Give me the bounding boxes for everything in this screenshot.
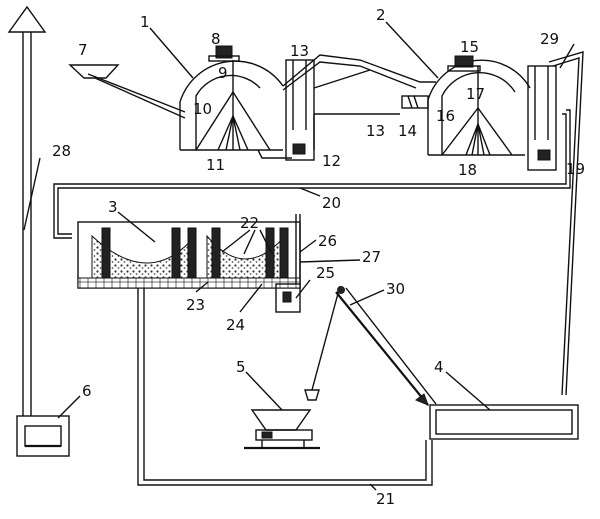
label-10: 10	[193, 100, 212, 118]
crane-30	[304, 285, 437, 406]
label-21: 21	[376, 490, 395, 508]
label-11: 11	[206, 156, 225, 174]
label-4: 4	[434, 358, 444, 376]
pipe-21	[137, 288, 433, 486]
label-23: 23	[186, 296, 205, 314]
label-16: 16	[436, 107, 455, 125]
chimney-stack	[7, 5, 47, 416]
labels: 1 2 3 4 5 6 7 8 9 10 11 12 13 13 14 15 1…	[52, 6, 585, 508]
label-7: 7	[78, 41, 88, 59]
label-25: 25	[316, 264, 335, 282]
label-12: 12	[322, 152, 341, 170]
label-28: 28	[52, 142, 71, 160]
label-13a: 13	[290, 42, 309, 60]
pipe-20	[53, 109, 571, 239]
label-8: 8	[211, 30, 221, 48]
cooler-column-13	[282, 54, 436, 161]
label-27: 27	[362, 248, 381, 266]
kiln-unit-1	[179, 45, 292, 159]
label-19: 19	[566, 160, 585, 178]
label-17: 17	[466, 85, 485, 103]
hopper-unit-5	[244, 409, 320, 450]
label-2: 2	[376, 6, 386, 24]
leader-lines	[23, 21, 575, 491]
label-30: 30	[386, 280, 405, 298]
label-18: 18	[458, 161, 477, 179]
label-20: 20	[322, 194, 341, 212]
kiln-unit-2	[401, 55, 531, 156]
label-1: 1	[140, 13, 150, 31]
blower-unit-6	[16, 415, 70, 457]
label-3: 3	[108, 198, 118, 216]
label-29: 29	[540, 30, 559, 48]
label-9: 9	[218, 64, 228, 82]
label-14: 14	[398, 122, 417, 140]
label-6: 6	[82, 382, 92, 400]
tank-unit-4	[429, 404, 579, 440]
label-5: 5	[236, 358, 246, 376]
label-15: 15	[460, 38, 479, 56]
label-13b: 13	[366, 122, 385, 140]
feed-hopper-7	[68, 64, 186, 119]
label-24: 24	[226, 316, 245, 334]
label-22: 22	[240, 214, 259, 232]
basin-unit-3	[77, 214, 301, 313]
column-29	[527, 51, 584, 396]
label-26: 26	[318, 232, 337, 250]
